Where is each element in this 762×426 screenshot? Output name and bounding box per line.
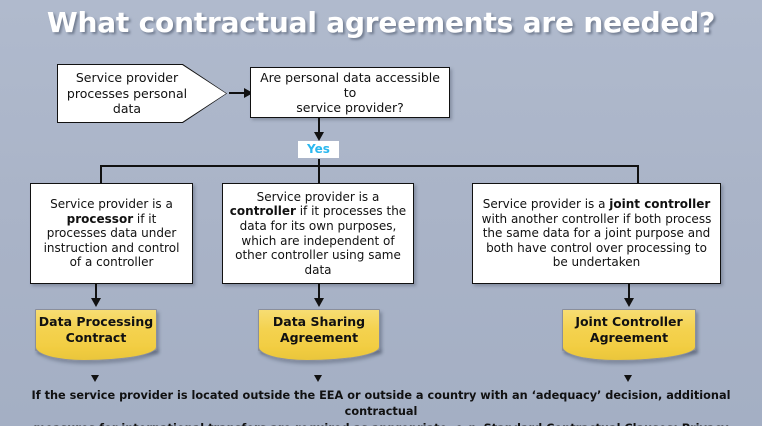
decision-node-are-personal-data-accessible[interactable]: Are personal data accessible to service … — [250, 67, 450, 118]
page-title: What contractual agreements are needed? — [46, 6, 716, 39]
outcome-note-joint-controller-agreement[interactable]: Joint Controller Agreement — [562, 309, 696, 361]
branch-2-text-after: if it processes the data for its own pur… — [235, 204, 407, 277]
branch-label-yes: Yes — [298, 141, 339, 159]
connector-decision-to-yes — [318, 118, 320, 134]
start-node-service-provider-processes-personal-data[interactable]: Service provider processes personal data — [58, 65, 226, 122]
decision-node-text: Are personal data accessible to service … — [251, 68, 449, 118]
outcome-note-2-text: Data Sharing Agreement — [273, 314, 365, 345]
connector-drop-branch-1 — [100, 165, 102, 184]
connector-yes-to-split — [318, 159, 320, 166]
arrowhead-decision-to-yes-icon — [314, 132, 324, 141]
outcome-note-3-line1: Joint Controller — [575, 314, 683, 330]
start-node-line2: processes personal — [66, 85, 188, 101]
note-curl-3 — [562, 347, 696, 361]
branch-1-text-before: Service provider is a — [50, 196, 173, 211]
footer-line1: If the service provider is located outsi… — [31, 389, 731, 419]
branch-box-controller-text: Service provider is a controller if it p… — [223, 188, 413, 280]
arrowhead-branch-3-to-note-icon — [624, 298, 634, 307]
footer-line2: measures for international transfers are… — [10, 421, 752, 426]
start-node-text: Service provider processes personal data — [67, 70, 217, 117]
branch-3-role-term: joint controller — [609, 196, 711, 211]
outcome-note-data-sharing-agreement[interactable]: Data Sharing Agreement — [258, 309, 380, 361]
note-curl-2 — [258, 347, 380, 361]
arrowhead-note-3-to-footer-icon — [624, 375, 632, 382]
connector-branch-2-to-note — [318, 284, 320, 300]
branch-box-processor-text: Service provider is a processor if it pr… — [31, 195, 192, 272]
branch-1-role-term: processor — [66, 211, 134, 226]
footer-note: If the service provider is located outsi… — [10, 388, 752, 426]
decision-node-line1: Are personal data accessible to — [260, 69, 440, 100]
outcome-note-1-text: Data Processing Contract — [39, 314, 153, 345]
branch-3-text-before: Service provider is a — [482, 196, 610, 211]
outcome-note-3-line2: Agreement — [589, 330, 669, 345]
start-node-line1: Service provider — [75, 70, 179, 86]
outcome-note-1-line1: Data Processing — [38, 314, 154, 330]
outcome-note-2-line2: Agreement — [279, 330, 359, 345]
branch-2-text-before: Service provider is a — [256, 189, 380, 204]
connector-drop-branch-2 — [318, 165, 320, 184]
arrowhead-start-to-decision-icon — [244, 88, 253, 98]
arrowhead-note-1-to-footer-icon — [91, 375, 99, 382]
branch-3-text-after: with another controller if both process … — [481, 211, 712, 270]
arrowhead-branch-2-to-note-icon — [314, 298, 324, 307]
start-node-line3: data — [112, 101, 142, 117]
connector-branch-1-to-note — [95, 284, 97, 300]
outcome-note-data-processing-contract[interactable]: Data Processing Contract — [35, 309, 157, 361]
outcome-note-2-line1: Data Sharing — [272, 314, 366, 330]
branch-box-processor[interactable]: Service provider is a processor if it pr… — [30, 183, 193, 284]
connector-start-to-decision — [229, 92, 245, 94]
branch-box-joint-controller-text: Service provider is a joint controller w… — [473, 195, 720, 272]
decision-node-line2: service provider? — [296, 100, 404, 116]
arrowhead-note-2-to-footer-icon — [314, 375, 322, 382]
branch-1-text-after: if it processes data under instruction a… — [43, 211, 180, 270]
note-curl-1 — [35, 347, 157, 361]
branch-box-controller[interactable]: Service provider is a controller if it p… — [222, 183, 414, 284]
arrowhead-branch-1-to-note-icon — [91, 298, 101, 307]
connector-horizontal-bus — [100, 165, 639, 167]
connector-drop-branch-3 — [637, 165, 639, 184]
connector-branch-3-to-note — [628, 284, 630, 300]
branch-box-joint-controller[interactable]: Service provider is a joint controller w… — [472, 183, 721, 284]
branch-2-role-term: controller — [229, 204, 296, 219]
outcome-note-1-line2: Contract — [65, 330, 127, 345]
outcome-note-3-text: Joint Controller Agreement — [575, 314, 682, 345]
